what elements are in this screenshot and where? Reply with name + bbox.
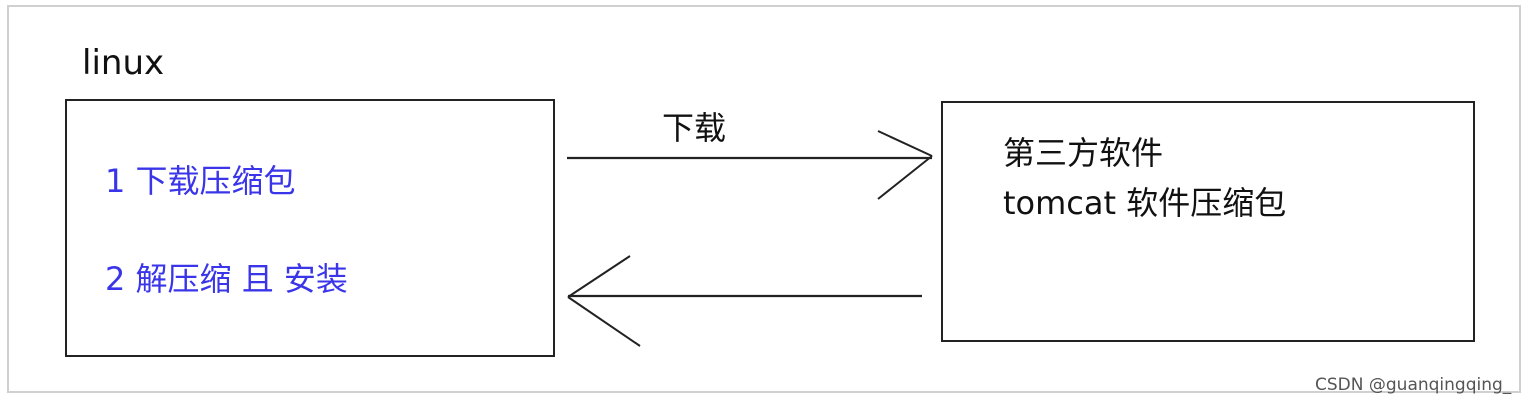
diagram-frame (7, 5, 1521, 393)
step-unzip-install: 2 解压缩 且 安装 (105, 260, 348, 298)
return-arrow (567, 255, 922, 347)
local-linux-box: 1 下载压缩包 2 解压缩 且 安装 (65, 99, 555, 357)
return-arrow-head-lower (567, 296, 641, 347)
third-party-software-box: 第三方软件 tomcat 软件压缩包 (941, 101, 1475, 342)
watermark: CSDN @guanqingqing_ (1315, 375, 1512, 395)
third-party-title: 第三方软件 (1003, 134, 1164, 172)
download-arrow-head-lower (877, 155, 933, 200)
return-arrow-head-upper (567, 255, 631, 298)
tomcat-package-label: tomcat 软件压缩包 (1003, 184, 1287, 222)
download-arrow-label: 下载 (662, 109, 727, 147)
step-download: 1 下载压缩包 (105, 162, 296, 200)
system-label: linux (82, 43, 165, 83)
download-arrow (567, 130, 933, 200)
download-arrow-head-upper (877, 130, 933, 157)
